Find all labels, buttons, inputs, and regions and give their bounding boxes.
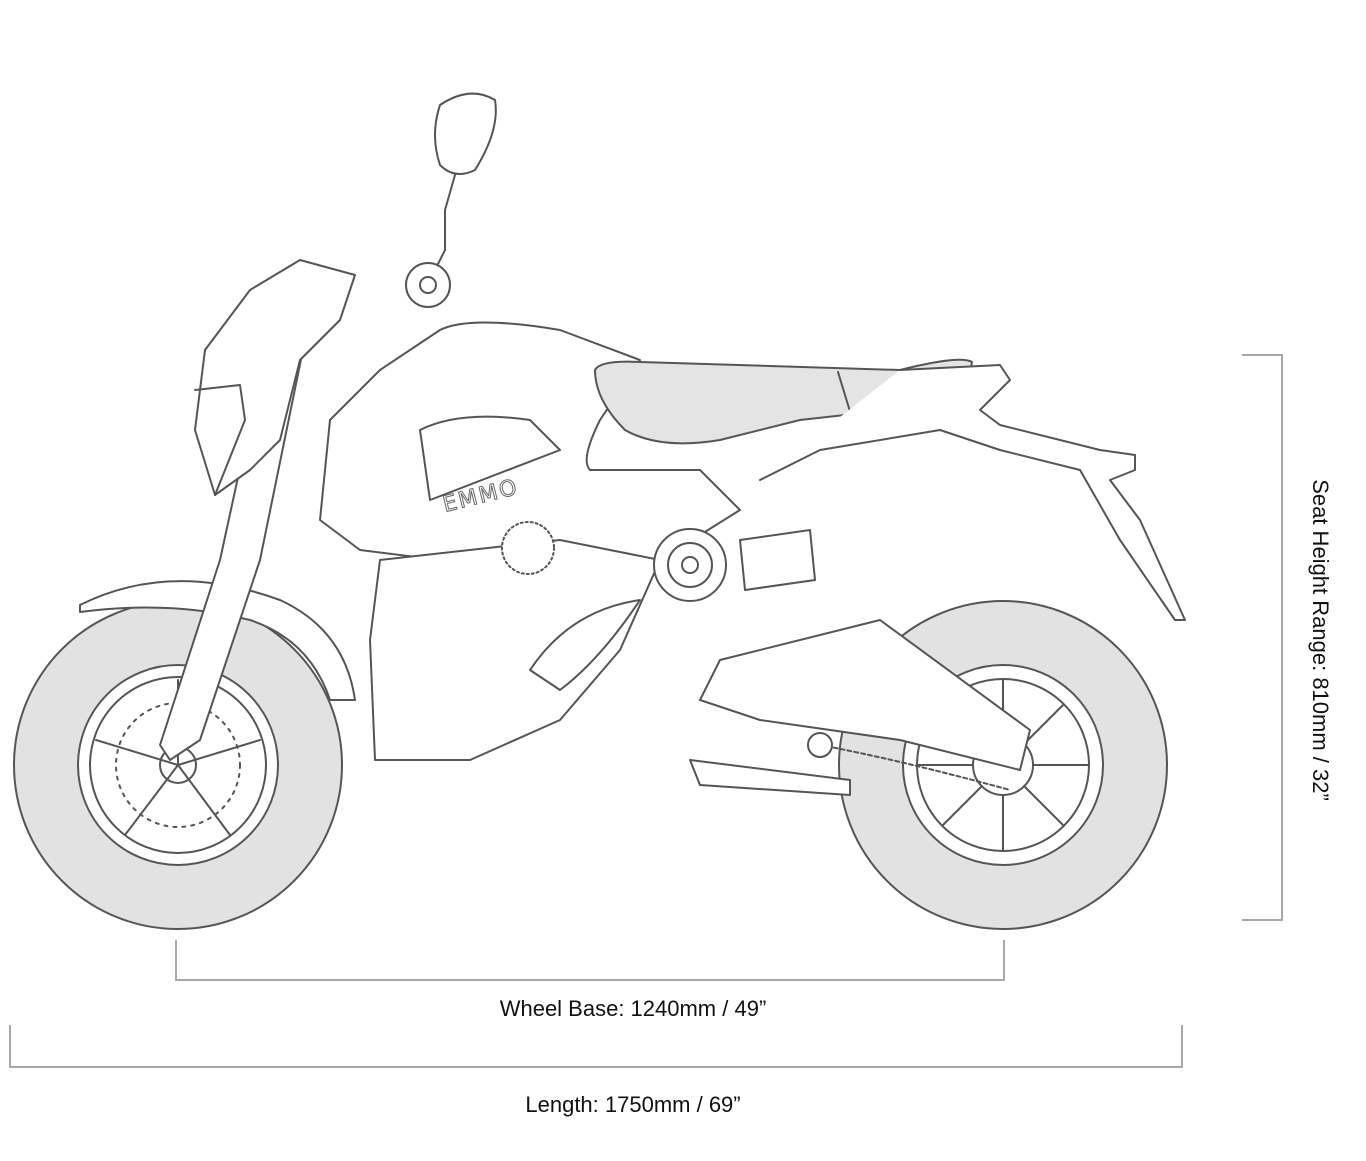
length-label: Length: 1750mm / 69”	[525, 1092, 741, 1117]
mirror	[434, 92, 497, 271]
front-fender	[79, 580, 356, 701]
swingarm	[699, 619, 1031, 771]
tail-frame	[759, 364, 1186, 621]
wheel-base-label: Wheel Base: 1240mm / 49”	[499, 996, 767, 1021]
rear-shock	[739, 529, 816, 591]
seat-height-label: Seat Height Range: 810mm / 32”	[1308, 479, 1333, 801]
front-wheel	[13, 600, 343, 930]
side-panel	[369, 539, 661, 761]
headlight-cowl	[194, 259, 356, 496]
wheel-base-bracket	[175, 940, 1005, 981]
seat-height-bracket	[1242, 354, 1283, 921]
length-bracket	[9, 1025, 1183, 1068]
